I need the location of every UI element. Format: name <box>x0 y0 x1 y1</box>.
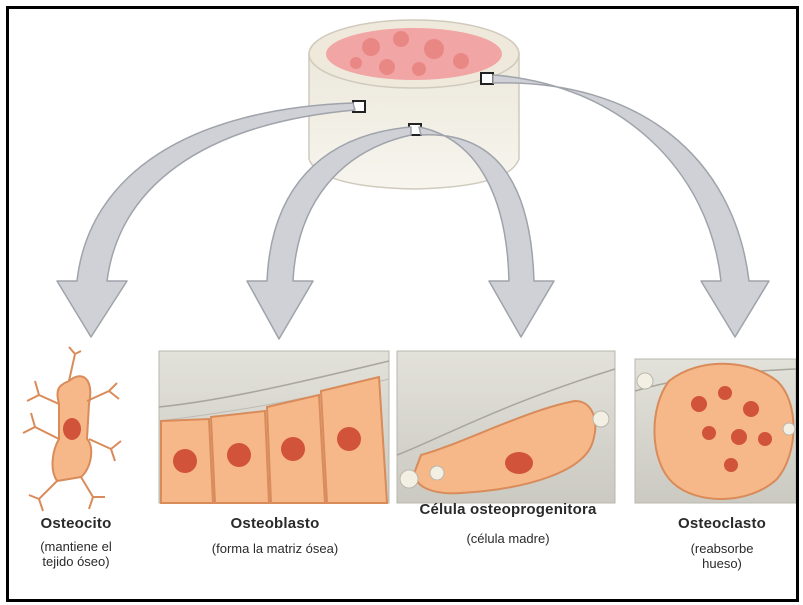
osteocyte-title: Osteocito <box>11 515 141 532</box>
diagram-frame: Osteocito (mantiene el tejido óseo) Oste… <box>6 6 799 602</box>
osteoprogenitor-title: Célula osteoprogenitora <box>413 501 603 518</box>
osteocyte-cell <box>23 347 121 511</box>
osteoblast-desc: (forma la matriz ósea) <box>185 542 365 557</box>
osteoprogenitor-panel <box>397 351 615 503</box>
osteoblast-panel <box>159 351 389 503</box>
osteoprogenitor-desc: (célula madre) <box>413 532 603 547</box>
osteoblast-label: Osteoblasto (forma la matriz ósea) <box>185 515 365 557</box>
osteoclast-title: Osteoclasto <box>649 515 795 532</box>
osteocyte-label: Osteocito (mantiene el tejido óseo) <box>11 515 141 570</box>
osteoclast-panel <box>635 359 796 503</box>
osteoprogenitor-label: Célula osteoprogenitora (célula madre) <box>413 501 603 547</box>
osteoclast-desc: (reabsorbe hueso) <box>649 542 795 572</box>
bone-cells-illustration <box>9 9 796 599</box>
osteoblast-title: Osteoblasto <box>185 515 365 532</box>
osteocyte-desc: (mantiene el tejido óseo) <box>11 540 141 570</box>
osteoclast-label: Osteoclasto (reabsorbe hueso) <box>649 515 795 572</box>
